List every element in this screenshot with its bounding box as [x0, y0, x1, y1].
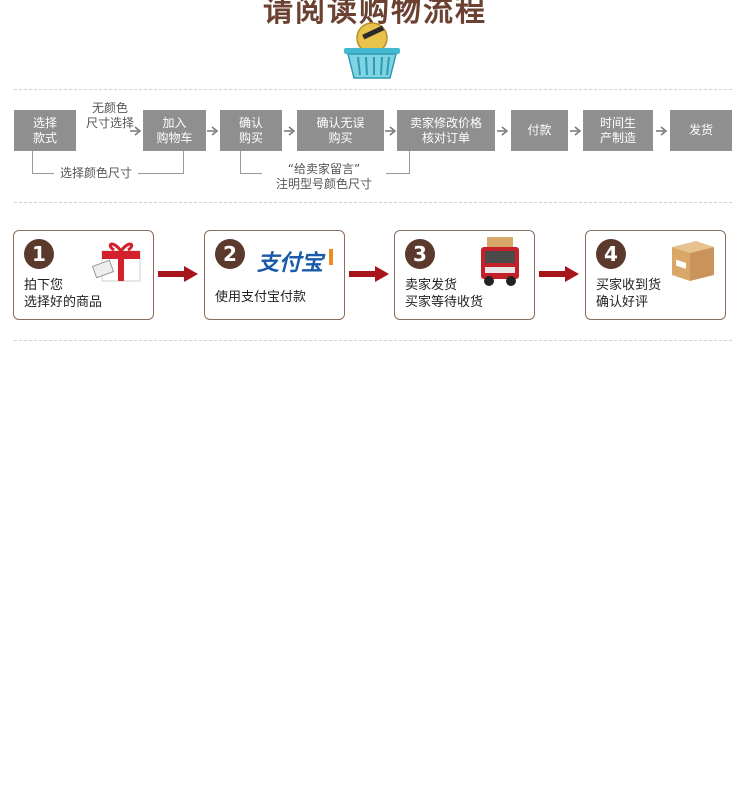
flow-step-add-to-cart: 加入 购物车 — [143, 110, 206, 151]
arrow-right-icon — [656, 126, 668, 136]
shopping-basket-icon — [344, 22, 400, 79]
flow-step-payment: 付款 — [511, 110, 568, 151]
process-card-1: 1 拍下您 选择好的商品 — [13, 230, 154, 320]
arrow-right-icon — [130, 126, 142, 136]
alipay-logo-mark — [329, 249, 333, 265]
note-leave-message: “给卖家留言” 注明型号颜色尺寸 — [262, 162, 386, 192]
cardboard-box-icon — [672, 241, 714, 281]
process-card-text: 拍下您 选择好的商品 — [24, 278, 103, 310]
big-arrow-right-icon — [158, 266, 198, 282]
bottom-divider — [14, 340, 732, 341]
process-card-text: 卖家发货 买家等待收货 — [405, 278, 484, 310]
process-card-text: 买家收到货 确认好评 — [596, 278, 662, 310]
process-card-2: 2 支付宝 使用支付宝付款 — [204, 230, 345, 320]
arrow-right-icon — [497, 126, 509, 136]
flow-step-select-style: 选择 款式 — [14, 110, 76, 151]
note-no-color-size: 无颜色 尺寸选择 — [85, 101, 134, 130]
process-card-4: 4 买家收到货 确认好评 — [585, 230, 726, 320]
top-divider — [14, 89, 732, 90]
step-number-badge: 2 — [215, 239, 245, 269]
step-number-badge: 3 — [405, 239, 435, 269]
step-number-badge: 1 — [24, 239, 54, 269]
arrow-right-icon — [284, 126, 296, 136]
flow-step-ship: 发货 — [670, 110, 732, 151]
delivery-truck-icon — [481, 237, 519, 286]
alipay-logo: 支付宝 — [257, 251, 324, 276]
process-card-3: 3 卖家发货 买家等待收货 — [394, 230, 535, 320]
flow-step-confirm-correct: 确认无误 购买 — [297, 110, 384, 151]
middle-divider — [14, 202, 732, 203]
step-number-badge: 4 — [596, 239, 626, 269]
arrow-right-icon — [207, 126, 219, 136]
big-arrow-right-icon — [349, 266, 389, 282]
process-card-text: 使用支付宝付款 — [215, 290, 307, 305]
flow-step-seller-modify-price: 卖家修改价格 核对订单 — [397, 110, 495, 151]
arrow-right-icon — [385, 126, 397, 136]
big-arrow-right-icon — [539, 266, 579, 282]
gift-box-icon — [92, 242, 141, 282]
flow-step-confirm-buy: 确认 购买 — [220, 110, 282, 151]
flow-step-production-time: 时间生 产制造 — [583, 110, 653, 151]
arrow-right-icon — [570, 126, 582, 136]
note-select-color-size: 选择颜色尺寸 — [54, 166, 138, 181]
